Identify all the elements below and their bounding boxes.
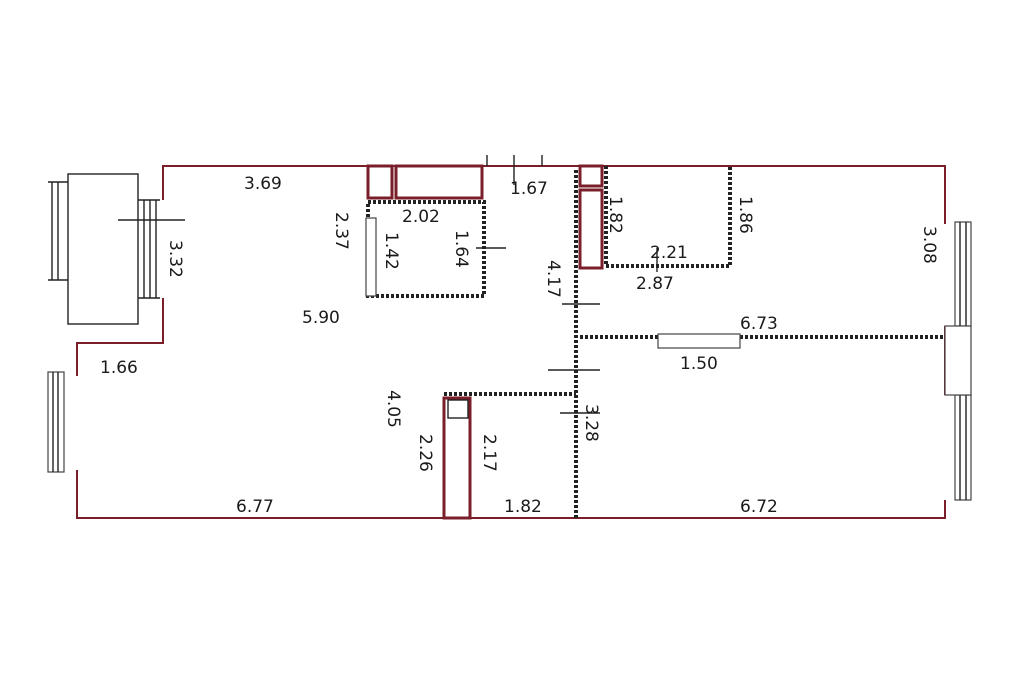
dim-3-32: 3.32 xyxy=(165,240,185,278)
dim-3-28: 3.28 xyxy=(581,404,601,442)
dim-5-90: 5.90 xyxy=(302,308,340,328)
dim-1-82-bath: 1.82 xyxy=(605,196,625,234)
dim-2-21: 2.21 xyxy=(650,243,688,263)
dim-1-64: 1.64 xyxy=(451,230,471,268)
dim-2-26: 2.26 xyxy=(415,434,435,472)
corridor-wall xyxy=(548,170,600,518)
window-right-top xyxy=(954,221,972,327)
dim-2-37: 2.37 xyxy=(331,212,351,250)
window-right-bottom xyxy=(944,325,972,501)
dim-2-02: 2.02 xyxy=(402,207,440,227)
dim-4-05: 4.05 xyxy=(383,390,403,428)
balcony xyxy=(48,173,185,325)
dim-1-50: 1.50 xyxy=(680,354,718,374)
dim-6-77: 6.77 xyxy=(236,497,274,517)
dimension-labels: 3.69 3.32 1.66 5.90 4.05 6.77 2.37 2.02 … xyxy=(100,174,939,517)
dim-2-87: 2.87 xyxy=(636,274,674,294)
wc xyxy=(442,392,576,520)
outer-walls xyxy=(76,165,946,519)
window-left xyxy=(47,371,65,473)
dim-1-42: 1.42 xyxy=(381,232,401,270)
bedroom-divider xyxy=(580,333,945,349)
dim-3-69: 3.69 xyxy=(244,174,282,194)
dim-4-17: 4.17 xyxy=(543,260,563,298)
dim-1-86: 1.86 xyxy=(735,196,755,234)
entry-marks xyxy=(486,155,543,185)
dim-1-82-wc: 1.82 xyxy=(504,497,542,517)
dim-1-67: 1.67 xyxy=(510,179,548,199)
dim-6-72: 6.72 xyxy=(740,497,778,517)
dim-3-08: 3.08 xyxy=(919,226,939,264)
dim-1-66: 1.66 xyxy=(100,358,138,378)
dim-2-17: 2.17 xyxy=(479,434,499,472)
closet xyxy=(365,164,506,298)
bathroom xyxy=(578,164,732,272)
dim-6-73: 6.73 xyxy=(740,314,778,334)
